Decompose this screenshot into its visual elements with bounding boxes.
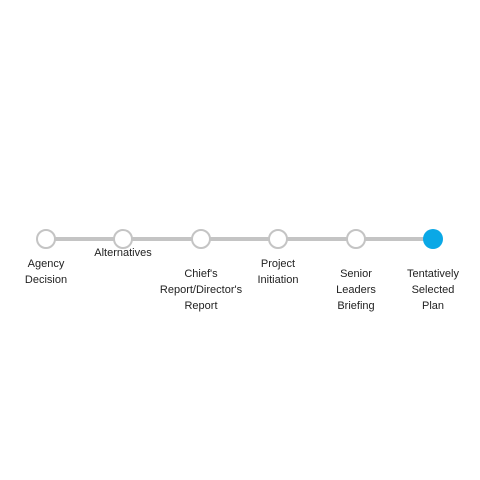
milestone-label-chiefs-report: Chief's Report/Director's Report — [159, 268, 243, 312]
milestone-label-senior-leaders-briefing: Senior Leaders Briefing — [336, 268, 376, 312]
milestone-label-project-initiation: Project Initiation — [257, 258, 299, 286]
timeline-track — [46, 237, 433, 241]
milestone-node-tentatively-selected-plan[interactable] — [423, 229, 443, 249]
milestone-label-tentatively-selected-plan: Tentatively Selected Plan — [407, 268, 459, 312]
milestone-node-senior-leaders-briefing[interactable] — [346, 229, 366, 249]
milestone-node-project-initiation[interactable] — [268, 229, 288, 249]
milestone-node-chiefs-report[interactable] — [191, 229, 211, 249]
milestone-node-agency-decision[interactable] — [36, 229, 56, 249]
milestone-label-alternatives: Alternatives — [94, 247, 152, 259]
milestone-node-alternatives[interactable] — [113, 229, 133, 249]
milestone-label-agency-decision: Agency Decision — [24, 258, 68, 286]
